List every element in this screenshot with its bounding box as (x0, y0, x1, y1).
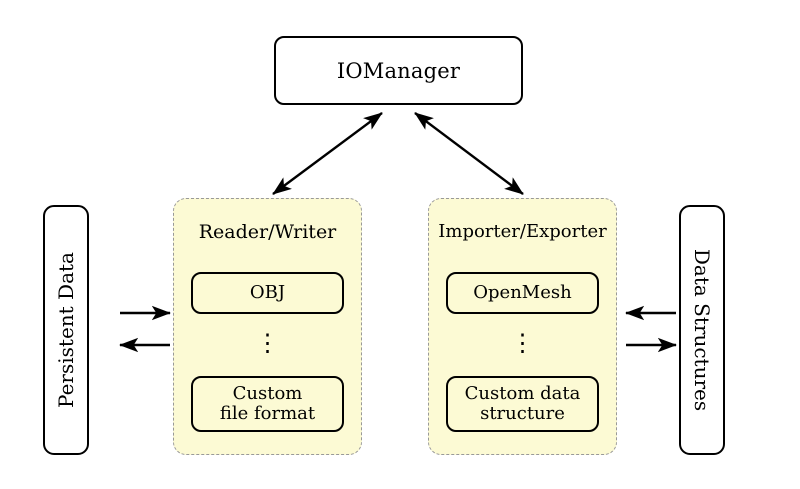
node-custom-file-format-label-line1: Custom (232, 382, 303, 404)
node-custom-data-structure[interactable]: Custom data structure (446, 376, 599, 432)
node-persistent-data[interactable]: Persistent Data (43, 205, 89, 455)
node-obj[interactable]: OBJ (191, 272, 344, 314)
node-data-structures-label: Data Structures (690, 248, 714, 412)
arrow-iomanager-readerwriter (272, 112, 383, 195)
node-custom-file-format[interactable]: Custom file format (191, 376, 344, 432)
node-iomanager-label: IOManager (336, 58, 461, 83)
arrow-iomanager-importerexporter (414, 112, 524, 195)
node-custom-data-structure-label-line1: Custom data (464, 382, 581, 404)
node-data-structures[interactable]: Data Structures (679, 205, 725, 455)
node-custom-data-structure-label-line2: structure (480, 403, 565, 424)
node-iomanager[interactable]: IOManager (274, 36, 523, 105)
node-obj-label: OBJ (249, 281, 286, 303)
group-importer-exporter-title: Importer/Exporter (438, 221, 607, 242)
node-custom-file-format-label-line2: file format (219, 403, 316, 424)
node-persistent-data-label: Persistent Data (54, 252, 79, 408)
group-importer-exporter[interactable]: Importer/Exporter OpenMesh ⋮ Custom data… (428, 198, 617, 455)
group-reader-writer[interactable]: Reader/Writer OBJ ⋮ Custom file format (173, 198, 362, 455)
ellipsis-vertical-icon: ⋮ (255, 329, 280, 357)
node-openmesh[interactable]: OpenMesh (446, 272, 599, 314)
group-reader-writer-title: Reader/Writer (198, 221, 337, 243)
node-openmesh-label: OpenMesh (473, 281, 572, 303)
ellipsis-vertical-icon: ⋮ (510, 329, 535, 357)
